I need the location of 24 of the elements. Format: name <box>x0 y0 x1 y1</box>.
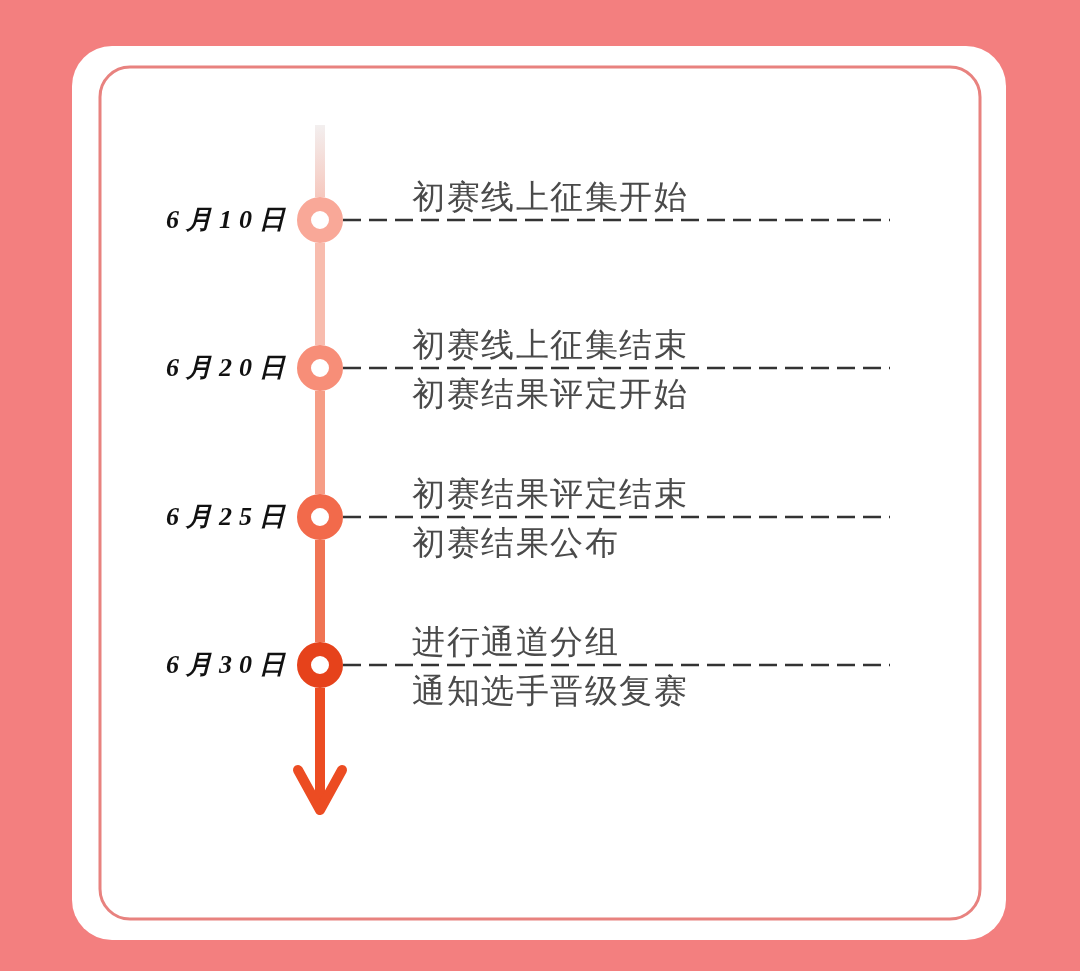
event-text: 初赛结果评定开始 <box>412 375 688 413</box>
date-label: 6月25日 <box>166 502 292 532</box>
timeline-line <box>315 125 325 197</box>
timeline-line <box>315 540 325 642</box>
event-text: 进行通道分组 <box>412 623 619 661</box>
event-text: 初赛结果评定结束 <box>412 475 688 513</box>
event-text: 初赛线上征集开始 <box>412 178 688 216</box>
timeline-arrow <box>293 688 347 815</box>
timeline-marker <box>297 494 343 540</box>
dashed-line <box>343 663 890 667</box>
timeline-line <box>315 391 325 494</box>
timeline-marker <box>297 345 343 391</box>
timeline-line <box>315 243 325 345</box>
date-label: 6月10日 <box>166 205 292 235</box>
date-label: 6月30日 <box>166 650 292 680</box>
dashed-line <box>343 366 890 370</box>
timeline-marker <box>297 197 343 243</box>
dashed-line <box>343 218 890 222</box>
event-text: 初赛结果公布 <box>412 524 619 562</box>
event-text: 通知选手晋级复赛 <box>412 672 688 710</box>
timeline-marker <box>297 642 343 688</box>
date-label: 6月20日 <box>166 353 292 383</box>
event-text: 初赛线上征集结束 <box>412 326 688 364</box>
dashed-line <box>343 515 890 519</box>
